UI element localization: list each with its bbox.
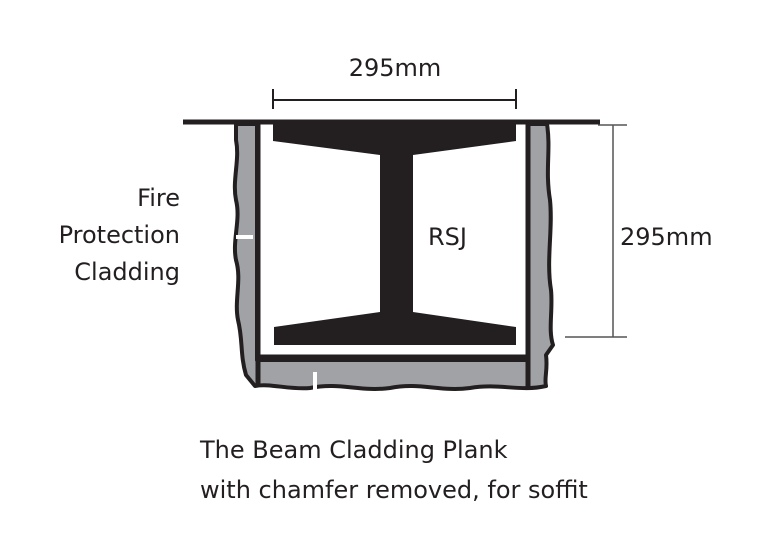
beam-label: RSJ (428, 223, 467, 251)
width-dimension-label: 295mm (349, 54, 442, 82)
cladding-fill (232, 122, 555, 391)
height-dimension-label: 295mm (620, 223, 713, 251)
cladding-label-line2: Protection (59, 221, 180, 249)
cladding-label-line1: Fire (137, 184, 180, 212)
height-dimension (565, 124, 627, 338)
caption-line2: with chamfer removed, for soffit (200, 476, 588, 504)
rsj-beam (273, 122, 516, 345)
width-dimension (272, 89, 517, 109)
cladding-label-line3: Cladding (74, 258, 180, 286)
caption-line1: The Beam Cladding Plank (199, 436, 508, 464)
